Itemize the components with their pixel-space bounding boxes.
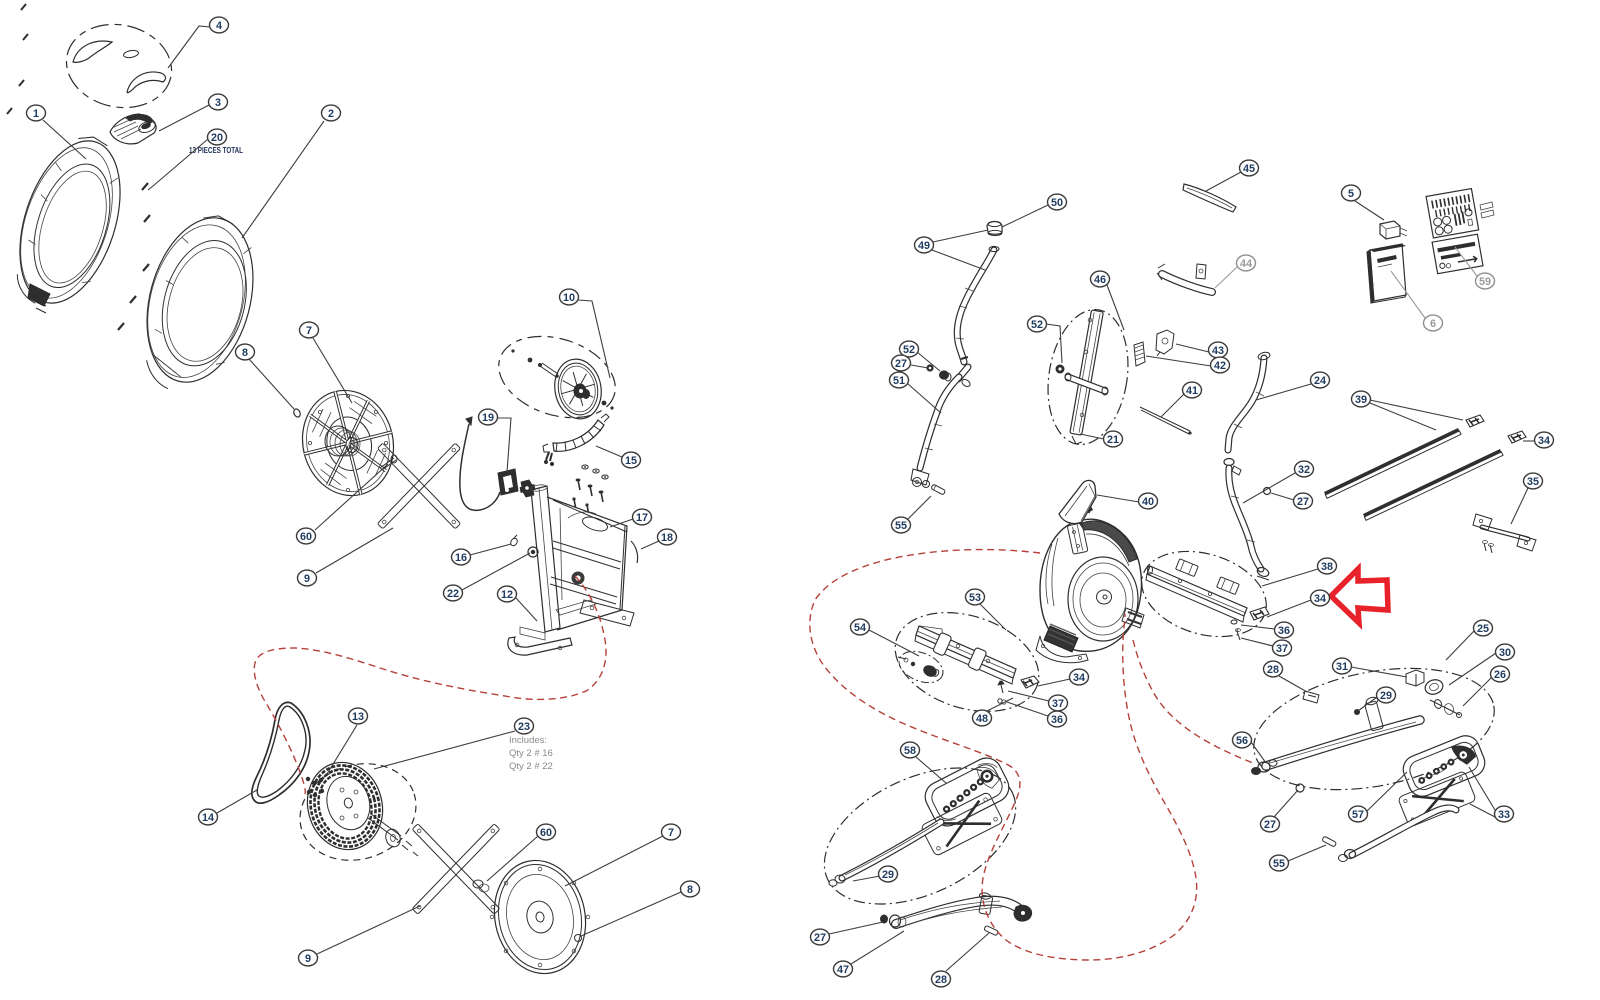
svg-text:41: 41 bbox=[1186, 385, 1198, 397]
svg-text:59: 59 bbox=[1479, 276, 1491, 288]
svg-text:3: 3 bbox=[215, 97, 221, 109]
svg-text:Includes:: Includes: bbox=[509, 735, 547, 746]
svg-text:28: 28 bbox=[935, 974, 947, 986]
svg-text:5: 5 bbox=[1348, 188, 1354, 200]
svg-text:52: 52 bbox=[1031, 319, 1043, 331]
svg-text:4: 4 bbox=[216, 20, 222, 32]
svg-text:36: 36 bbox=[1051, 714, 1063, 726]
svg-text:17: 17 bbox=[636, 512, 648, 524]
svg-text:27: 27 bbox=[1297, 496, 1309, 508]
svg-text:55: 55 bbox=[1273, 858, 1285, 870]
svg-text:23: 23 bbox=[518, 721, 530, 733]
svg-text:28: 28 bbox=[1267, 664, 1279, 676]
svg-text:52: 52 bbox=[903, 344, 915, 356]
svg-text:53: 53 bbox=[969, 592, 981, 604]
svg-text:8: 8 bbox=[687, 884, 693, 896]
svg-text:27: 27 bbox=[895, 358, 907, 370]
svg-text:18: 18 bbox=[661, 532, 673, 544]
svg-text:32: 32 bbox=[1298, 464, 1310, 476]
svg-text:7: 7 bbox=[306, 325, 312, 337]
svg-text:45: 45 bbox=[1243, 163, 1255, 175]
svg-text:12: 12 bbox=[501, 589, 513, 601]
svg-text:60: 60 bbox=[540, 827, 552, 839]
svg-text:38: 38 bbox=[1321, 561, 1333, 573]
svg-text:34: 34 bbox=[1538, 435, 1550, 447]
svg-text:6: 6 bbox=[1430, 318, 1436, 330]
svg-text:22: 22 bbox=[447, 588, 459, 600]
svg-text:51: 51 bbox=[893, 375, 905, 387]
svg-text:37: 37 bbox=[1276, 643, 1288, 655]
svg-text:15: 15 bbox=[625, 455, 637, 467]
svg-text:33: 33 bbox=[1498, 809, 1510, 821]
svg-text:44: 44 bbox=[1240, 258, 1252, 270]
svg-text:48: 48 bbox=[976, 713, 988, 725]
svg-text:29: 29 bbox=[882, 869, 894, 881]
svg-text:56: 56 bbox=[1236, 735, 1248, 747]
svg-text:9: 9 bbox=[305, 953, 311, 965]
svg-text:46: 46 bbox=[1094, 274, 1106, 286]
svg-text:35: 35 bbox=[1527, 476, 1539, 488]
svg-text:54: 54 bbox=[854, 622, 866, 634]
svg-text:21: 21 bbox=[1107, 434, 1119, 446]
svg-text:13 PIECES TOTAL: 13 PIECES TOTAL bbox=[189, 146, 243, 155]
svg-text:50: 50 bbox=[1051, 197, 1063, 209]
svg-text:Qty 2 # 22: Qty 2 # 22 bbox=[509, 761, 553, 772]
svg-text:37: 37 bbox=[1052, 698, 1064, 710]
svg-text:Qty 2 # 16: Qty 2 # 16 bbox=[509, 748, 553, 759]
svg-text:39: 39 bbox=[1355, 394, 1367, 406]
svg-text:47: 47 bbox=[837, 964, 849, 976]
svg-text:60: 60 bbox=[300, 531, 312, 543]
svg-text:43: 43 bbox=[1212, 345, 1224, 357]
svg-text:30: 30 bbox=[1499, 647, 1511, 659]
svg-text:27: 27 bbox=[814, 932, 826, 944]
svg-text:13: 13 bbox=[352, 711, 364, 723]
svg-text:34: 34 bbox=[1314, 593, 1326, 605]
svg-text:7: 7 bbox=[668, 827, 674, 839]
svg-text:25: 25 bbox=[1477, 623, 1489, 635]
svg-text:58: 58 bbox=[904, 745, 916, 757]
svg-text:34: 34 bbox=[1073, 672, 1085, 684]
svg-text:20: 20 bbox=[211, 132, 223, 144]
svg-text:19: 19 bbox=[482, 412, 494, 424]
svg-text:2: 2 bbox=[328, 108, 334, 120]
svg-text:29: 29 bbox=[1380, 690, 1392, 702]
svg-text:26: 26 bbox=[1494, 669, 1506, 681]
svg-text:49: 49 bbox=[918, 240, 930, 252]
svg-text:42: 42 bbox=[1214, 360, 1226, 372]
svg-text:55: 55 bbox=[895, 520, 907, 532]
svg-text:14: 14 bbox=[202, 812, 214, 824]
svg-text:1: 1 bbox=[33, 108, 39, 120]
svg-text:40: 40 bbox=[1142, 496, 1154, 508]
svg-text:24: 24 bbox=[1314, 375, 1326, 387]
svg-text:31: 31 bbox=[1336, 661, 1348, 673]
svg-text:10: 10 bbox=[563, 292, 575, 304]
svg-text:16: 16 bbox=[455, 552, 467, 564]
svg-text:27: 27 bbox=[1264, 819, 1276, 831]
svg-text:8: 8 bbox=[242, 347, 248, 359]
svg-text:57: 57 bbox=[1352, 809, 1364, 821]
svg-text:9: 9 bbox=[304, 573, 310, 585]
svg-text:36: 36 bbox=[1278, 625, 1290, 637]
